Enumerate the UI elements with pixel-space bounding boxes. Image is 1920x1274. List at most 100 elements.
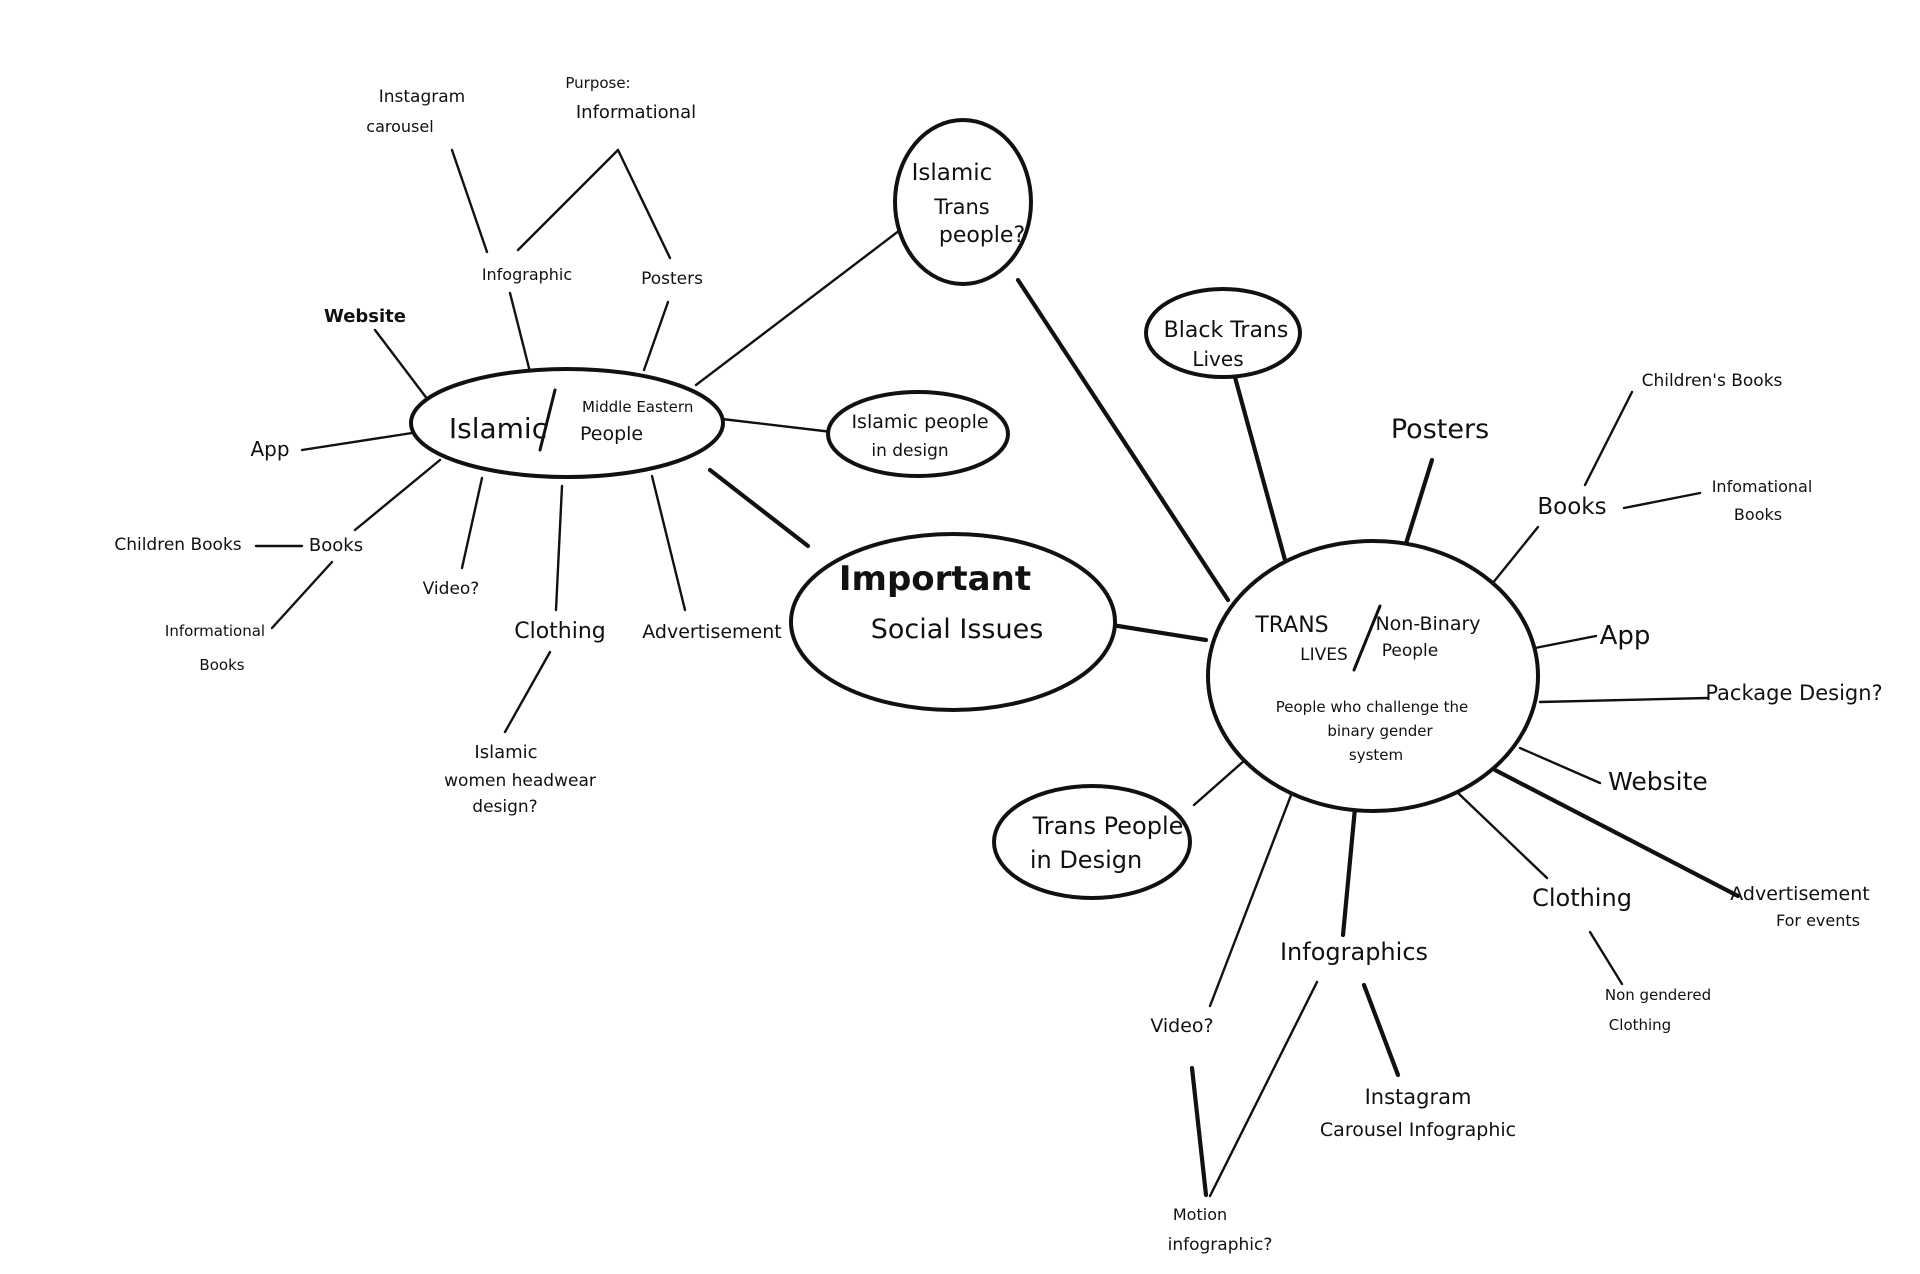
line-video-hub (460, 476, 484, 570)
islamic-hub-main: Islamic (449, 412, 547, 445)
line-advert-hub (650, 474, 687, 612)
trans-hub-right-1: Non-Binary (1375, 613, 1480, 635)
isl-informational-1: Informational (165, 622, 265, 640)
t-package: Package Design? (1705, 681, 1882, 705)
line-islamic-design (720, 417, 834, 434)
t-infomational-2: Books (1734, 505, 1782, 524)
isl-purpose-1: Purpose: (565, 74, 630, 92)
trans-hub-desc-3: system (1349, 746, 1403, 764)
line-website-hub (373, 328, 430, 402)
line-t-books-hub (1490, 525, 1540, 586)
t-books: Books (1537, 494, 1606, 520)
isl-informational-2: Books (199, 656, 244, 674)
line-t-transdesign (1192, 758, 1247, 807)
trans-design-node (992, 784, 1192, 900)
line-app-hub (300, 431, 414, 452)
t-website: Website (1608, 767, 1708, 796)
t-app: App (1600, 621, 1651, 651)
islamic-trans-2: Trans (933, 195, 990, 219)
line-t-package (1538, 696, 1710, 704)
line-purpose-posters (616, 148, 672, 260)
t-advert-2: For events (1776, 911, 1860, 930)
islamic-trans-1: Islamic (912, 160, 993, 186)
trans-hub-desc-1: People who challenge the (1276, 698, 1468, 716)
center-subtitle: Social Issues (871, 614, 1044, 645)
line-purpose-infographic (516, 148, 620, 252)
islamic-design-1: Islamic people (851, 411, 988, 433)
t-video: Video? (1150, 1015, 1213, 1037)
t-infomational-1: Infomational (1712, 477, 1813, 496)
trans-hub-left-1: TRANS (1254, 613, 1328, 638)
line-islamic-center (707, 467, 811, 549)
t-motion-2: infographic? (1168, 1235, 1273, 1255)
connectors (254, 148, 1741, 1198)
t-infographics: Infographics (1280, 938, 1428, 966)
isl-books: Books (309, 535, 363, 556)
islamic-trans-node (893, 118, 1033, 286)
isl-headwear-3: design? (472, 797, 537, 817)
black-trans-1: Black Trans (1164, 318, 1289, 343)
line-t-posters (1401, 457, 1435, 553)
line-islamic-islamictrans (694, 222, 910, 387)
islamic-design-2: in design (871, 441, 948, 461)
center-title: Important (839, 559, 1031, 599)
isl-infographic: Infographic (482, 265, 572, 284)
black-trans-2: Lives (1192, 347, 1243, 371)
line-t-website (1518, 746, 1602, 785)
line-infographic-hub (508, 291, 532, 374)
line-black-trans (1230, 367, 1288, 563)
line-islamictrans-trans (1015, 277, 1231, 603)
isl-instagram-1: Instagram (379, 87, 466, 107)
t-advert-1: Advertisement (1730, 883, 1869, 905)
t-instagram-1: Instagram (1365, 1085, 1472, 1109)
isl-children-books: Children Books (114, 535, 241, 555)
t-clothing: Clothing (1532, 884, 1632, 912)
trans-hub-left-2: LIVES (1300, 645, 1348, 665)
trans-hub-desc-2: binary gender (1327, 722, 1433, 740)
trans-design-1: Trans People (1032, 812, 1184, 840)
line-t-books-infomational (1622, 491, 1702, 510)
islamic-hub-node (409, 367, 725, 479)
black-trans-node (1144, 287, 1302, 379)
isl-advertisement: Advertisement (642, 621, 781, 643)
isl-headwear-1: Islamic (474, 742, 537, 763)
line-t-infographics (1340, 805, 1358, 938)
line-books-informational (270, 560, 334, 630)
line-t-video (1208, 788, 1295, 1008)
isl-headwear-2: women headwear (444, 771, 596, 791)
islamic-hub-sub-1: Middle Eastern (582, 398, 693, 416)
islamic-design-node (826, 390, 1010, 478)
isl-instagram-2: carousel (366, 117, 433, 136)
line-clothing-hub (554, 484, 564, 612)
isl-app: App (250, 437, 289, 461)
t-nongendered-2: Clothing (1609, 1016, 1671, 1034)
line-t-infographics-instagram (1361, 982, 1401, 1078)
t-nongendered-1: Non gendered (1605, 986, 1711, 1004)
trans-hub-divider (1352, 604, 1382, 672)
islamic-trans-3: people? (939, 223, 1025, 248)
t-childrens-books: Children's Books (1642, 371, 1783, 391)
t-posters: Posters (1391, 414, 1489, 445)
isl-video: Video? (423, 579, 480, 599)
islamic-hub-sub-2: People (580, 423, 643, 445)
isl-clothing: Clothing (514, 619, 606, 644)
line-t-app (1533, 634, 1598, 650)
isl-purpose-2: Informational (576, 102, 696, 123)
isl-posters: Posters (641, 269, 703, 289)
line-clothing-headwear (503, 650, 552, 734)
isl-website: Website (324, 306, 406, 327)
line-t-advert (1492, 767, 1741, 899)
line-t-infographics-motion (1208, 980, 1319, 1198)
t-motion-1: Motion (1173, 1205, 1227, 1224)
islamic-hub-divider (538, 388, 557, 452)
trans-hub-right-2: People (1382, 641, 1438, 661)
line-posters-hub (642, 300, 670, 372)
line-isl-infographic (450, 148, 489, 254)
line-t-books-childrens (1583, 390, 1634, 487)
center-node (789, 532, 1117, 712)
line-t-clothing-nongendered (1588, 930, 1624, 986)
line-books-hub (353, 458, 442, 532)
trans-design-2: in Design (1030, 846, 1142, 874)
trans-hub-node (1206, 539, 1540, 813)
